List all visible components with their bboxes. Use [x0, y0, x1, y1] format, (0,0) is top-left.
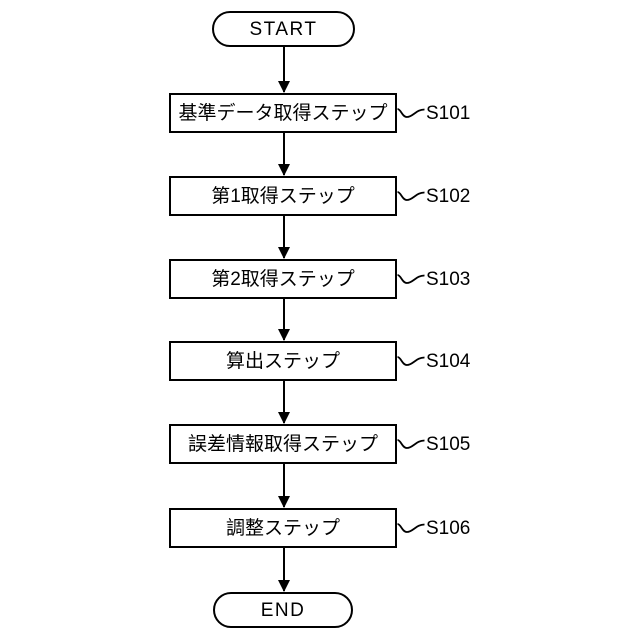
step-tag-3: S103: [397, 267, 470, 291]
process-box-step-4-label: 算出ステップ: [225, 350, 340, 372]
process-box-step-1: 基準データ取得ステップ: [169, 93, 397, 133]
process-box-step-5-label: 誤差情報取得ステップ: [187, 433, 378, 455]
arrow-step-4-to-step-5: [283, 381, 285, 423]
process-box-step-3: 第2取得ステップ: [169, 259, 397, 299]
process-box-step-1-label: 基準データ取得ステップ: [178, 102, 388, 124]
process-box-step-6: 調整ステップ: [169, 508, 397, 548]
step-tag-5-label: S105: [426, 433, 471, 455]
process-box-step-2: 第1取得ステップ: [169, 176, 397, 216]
tilde-connector-icon: [397, 108, 425, 118]
end-terminal: END: [213, 592, 353, 628]
process-box-step-4: 算出ステップ: [169, 341, 397, 381]
tilde-connector-icon: [397, 356, 425, 366]
end-terminal-label: END: [260, 599, 306, 621]
arrow-step-5-to-step-6: [283, 464, 285, 507]
arrow-step-2-to-step-3: [283, 216, 285, 258]
tilde-connector-icon: [397, 439, 425, 449]
tilde-connector-icon: [397, 191, 425, 201]
step-tag-4: S104: [397, 349, 470, 373]
process-box-step-6-label: 調整ステップ: [225, 517, 340, 539]
step-tag-6: S106: [397, 516, 470, 540]
process-box-step-5: 誤差情報取得ステップ: [169, 424, 397, 464]
arrow-step-6-to-end: [283, 548, 285, 591]
step-tag-2-label: S102: [426, 185, 471, 207]
tilde-connector-icon: [397, 274, 425, 284]
step-tag-3-label: S103: [426, 268, 471, 290]
step-tag-2: S102: [397, 184, 470, 208]
tilde-connector-icon: [397, 523, 425, 533]
arrow-step-1-to-step-2: [283, 133, 285, 175]
process-box-step-3-label: 第2取得ステップ: [211, 268, 355, 290]
arrow-step-3-to-step-4: [283, 299, 285, 340]
step-tag-5: S105: [397, 432, 470, 456]
step-tag-1-label: S101: [426, 102, 471, 124]
step-tag-4-label: S104: [426, 350, 471, 372]
start-terminal-label: START: [249, 18, 318, 40]
step-tag-1: S101: [397, 101, 470, 125]
arrow-start-to-step-1: [283, 47, 285, 92]
step-tag-6-label: S106: [426, 517, 471, 539]
process-box-step-2-label: 第1取得ステップ: [211, 185, 355, 207]
start-terminal: START: [212, 11, 355, 47]
